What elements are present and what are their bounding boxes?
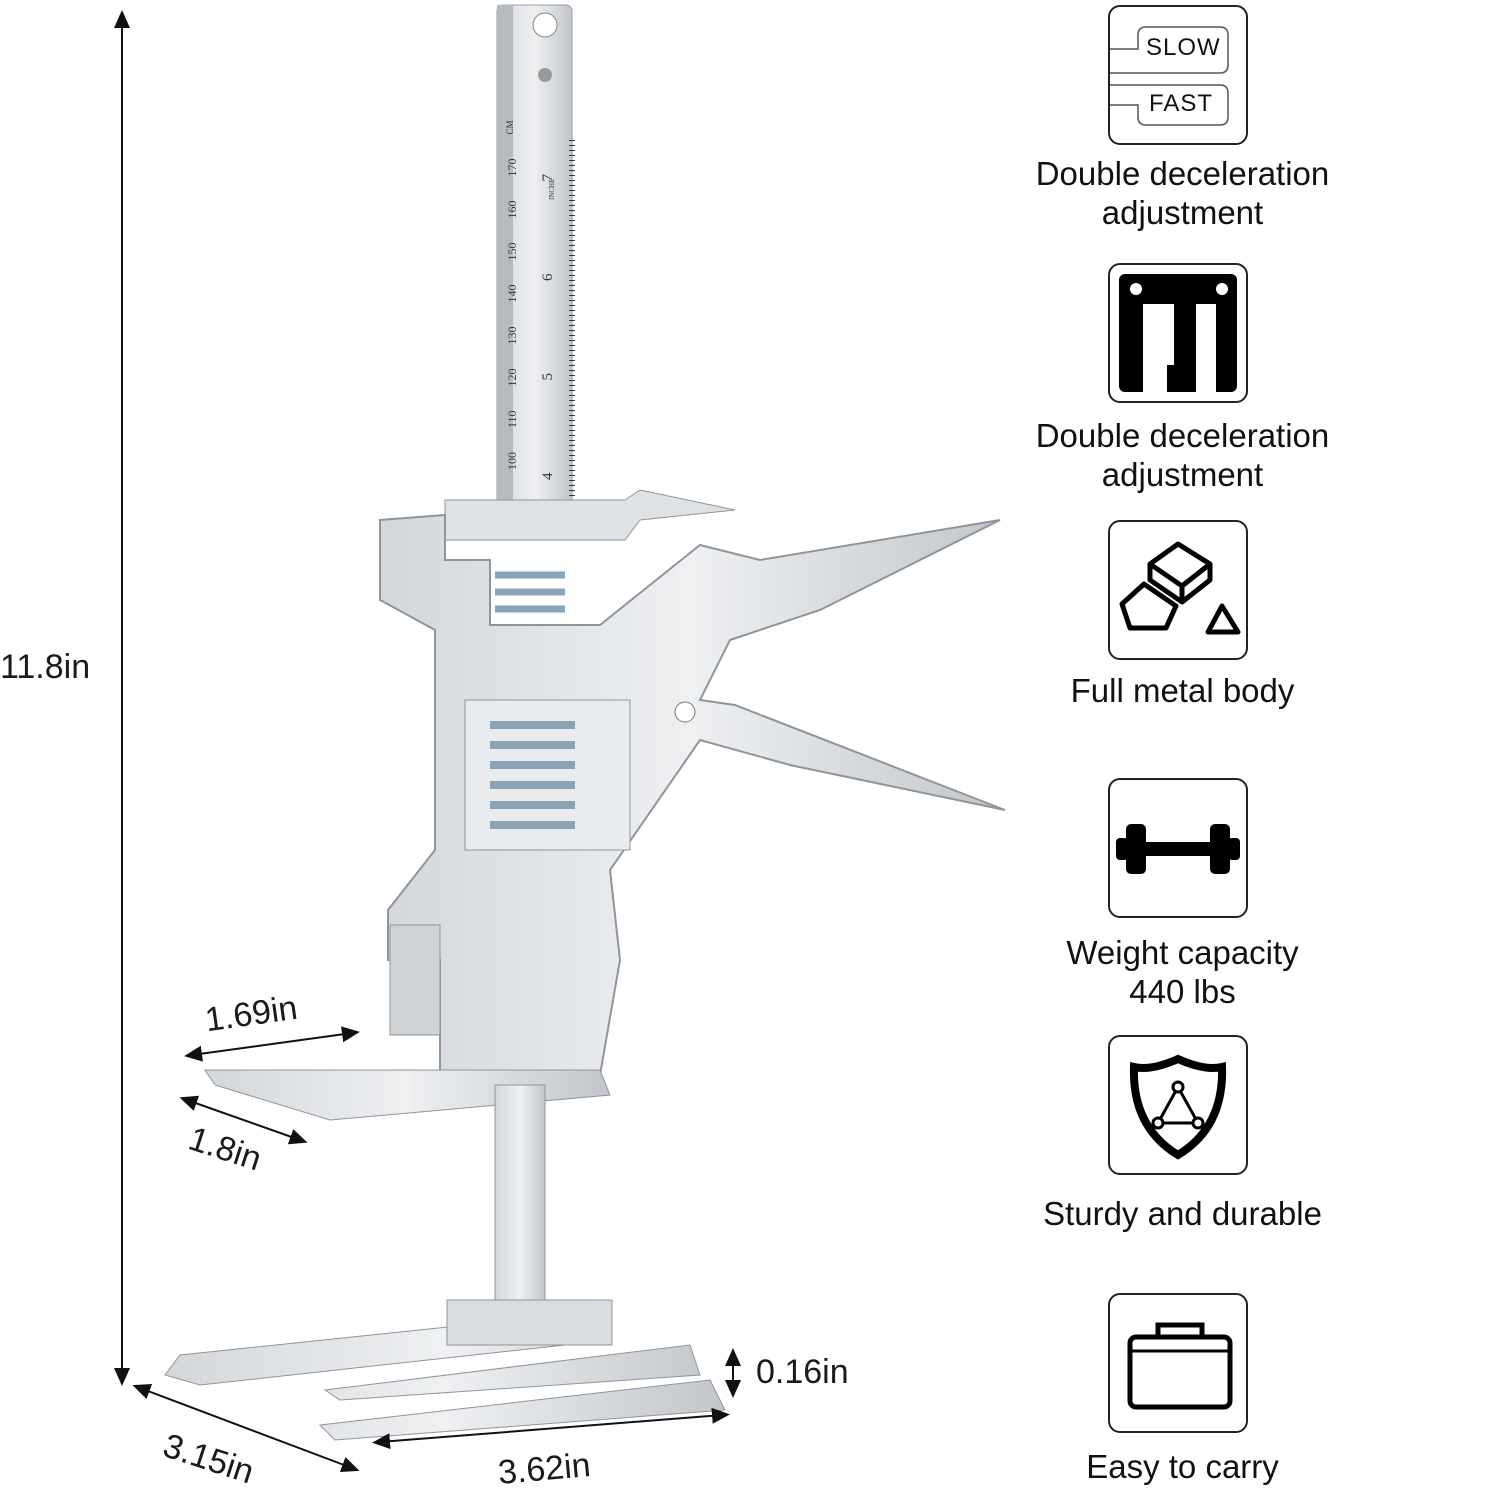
ruler-cm-label: 110 [505,410,519,428]
ruler-cm-label: 140 [505,284,519,303]
ruler-cm-label: 100 [505,452,519,470]
shield-icon [1108,1035,1248,1175]
ruler-inch-label: 5 [540,373,556,381]
ruler-cm-unit: CM [505,120,515,135]
clamp-plate [204,1069,611,1121]
slow-text: SLOW [1146,34,1221,61]
base-width-line [372,1407,730,1450]
ruler-inch-label: 4 [540,472,556,481]
feature-label: Full metal body [1070,672,1295,709]
ruler-cm-ticks: 100 110 120 130 140 150 160 170 CM [505,120,520,470]
dumbbell-icon [1108,778,1248,918]
ruler-cm-label: 150 [505,242,519,261]
base-width-label: 3.62in [496,1446,593,1492]
pivot-pin [674,701,696,723]
ruler-cm-label: 170 [505,158,519,177]
fast-text: FAST [1149,90,1214,117]
feature-label: Sturdy and durable [1043,1195,1322,1232]
ruler-cm-label: 120 [505,368,519,387]
ruler-cm-label: 160 [505,200,519,219]
ruler-inch-ticks: 4 5 6 7 [540,174,557,480]
support-post [494,1084,546,1326]
case-icon [1108,1293,1248,1433]
feature-label: Easy to carry [1086,1448,1279,1485]
ruler-inch-label: 6 [540,273,556,282]
ruler-inch-unit: INCHE [548,178,556,200]
clamp-depth-line [184,1026,360,1062]
metal-bars-icon [1108,520,1248,660]
base-depth-line [132,1384,360,1472]
spring-lower [490,721,575,829]
ruler-cm-label: 130 [505,326,519,345]
slow-fast-icon: SLOW FAST [1108,5,1248,145]
height-label: 11.8in [0,648,91,686]
clamp-width-line [179,1095,308,1145]
clamp-jaw-icon [1108,263,1248,403]
base-thickness-label: 0.16in [756,1353,849,1391]
ruler-bar [496,4,575,516]
tool-body [379,513,1006,1076]
spring-upper [495,571,565,613]
